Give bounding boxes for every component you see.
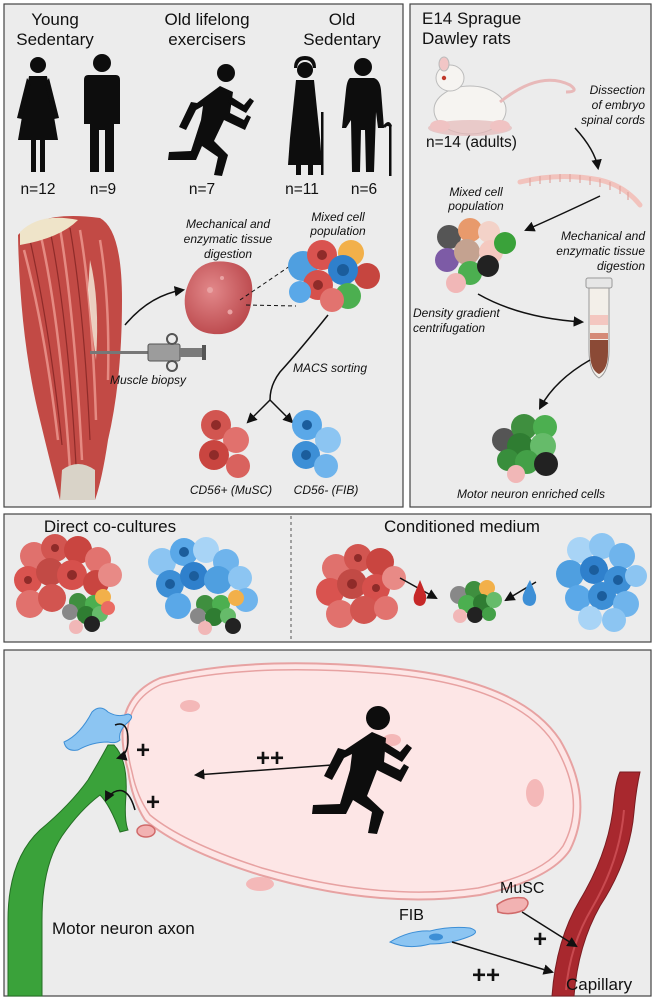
schwann-arrow	[114, 723, 129, 761]
musc-label-d: MuSC	[500, 880, 544, 897]
fib-to-capillary-arrow	[451, 941, 555, 975]
digestion-label-b-line1: Mechanical and	[561, 229, 645, 243]
fib-label-d: FIB	[399, 907, 424, 924]
digestion-label-a-line1: Mechanical and	[186, 217, 270, 231]
mixed-cell-label-b-line2: population	[447, 199, 504, 213]
biopsy-needle-icon	[90, 333, 206, 372]
mixed-cell-cluster-a	[288, 240, 380, 312]
mixed-cell-cluster-b	[435, 218, 516, 293]
digestion-label-b-line2: enzymatic tissue	[556, 244, 645, 258]
capillary-label: Capillary	[566, 975, 633, 994]
satellite-cell-nmj	[136, 824, 156, 838]
thigh-muscle-illustration	[18, 216, 122, 500]
male-icon	[84, 54, 120, 172]
fib-cluster-a	[292, 410, 341, 478]
blue-medium-drop-icon	[522, 580, 537, 606]
macs-sorting-stem	[269, 314, 329, 401]
plus-musc: +	[533, 926, 547, 953]
motor-neuron-axon	[7, 744, 129, 997]
zoom-line-lower	[245, 304, 297, 307]
axon-label: Motor neuron axon	[52, 919, 195, 938]
n-young-female: n=12	[21, 181, 56, 198]
density-label-line2: centrifugation	[413, 321, 485, 335]
header-exercisers-line1: Old lifelong	[164, 10, 249, 29]
tube-to-enriched-arrow	[539, 359, 591, 410]
digestion-label-a-line3: digestion	[204, 247, 252, 261]
fib-nucleus-d	[429, 933, 443, 941]
elderly-man-icon	[342, 58, 392, 176]
female-icon	[17, 57, 59, 172]
biopsy-to-tissue-arrow	[124, 286, 186, 326]
running-person-icon-d	[312, 706, 412, 834]
conditioned-neuron-cluster	[450, 580, 502, 623]
musc-label-a: CD56+ (MuSC)	[190, 483, 272, 497]
musc-cell-d	[496, 896, 529, 915]
macs-arrow-fib	[269, 399, 294, 424]
panel-b-title-line2: Dawley rats	[422, 29, 511, 48]
plus-plus-exercise: ++	[256, 745, 284, 772]
digestion-label-a-line2: enzymatic tissue	[184, 232, 273, 246]
mixed-cell-label-b-line1: Mixed cell	[449, 185, 503, 199]
dissection-label-line3: spinal cords	[581, 113, 645, 127]
rat-illustration	[428, 56, 576, 136]
dissection-label-line1: Dissection	[590, 83, 646, 97]
header-oldsed-line2: Sedentary	[303, 30, 381, 49]
spinal-to-mixed-arrow	[524, 195, 601, 232]
plus-lower: +	[146, 789, 160, 816]
conditioned-musc-cluster	[316, 544, 406, 628]
plus-plus-fib: ++	[472, 962, 500, 989]
coculture-musc-cluster	[14, 534, 122, 618]
header-young-line1: Young	[31, 10, 79, 29]
running-person-icon	[168, 64, 254, 176]
n-old-male: n=6	[351, 181, 377, 198]
conditioned-fib-cluster	[556, 533, 647, 632]
dissection-label-line2: of embryo	[592, 98, 646, 112]
n-exercisers: n=7	[189, 181, 215, 198]
mixed-to-tube-arrow	[477, 293, 585, 327]
elderly-woman-icon	[288, 56, 324, 175]
mixed-cell-label-a-line1: Mixed cell	[311, 210, 365, 224]
enriched-label: Motor neuron enriched cells	[457, 487, 605, 501]
centrifuge-tube-icon	[585, 277, 613, 379]
tissue-sample-blob	[184, 261, 253, 335]
panel-b-title-line1: E14 Sprague	[422, 9, 521, 28]
exercise-arrow	[193, 764, 333, 780]
terminal-schwann-cell	[63, 707, 132, 751]
musc-to-axon-arrow	[105, 789, 136, 811]
macs-sorting-label: MACS sorting	[293, 361, 367, 375]
muscle-biopsy-label: Muscle biopsy	[110, 373, 187, 387]
n-old-female: n=11	[285, 181, 319, 198]
fib-label-a: CD56- (FIB)	[294, 483, 359, 497]
rat-to-spinal-arrow	[574, 127, 602, 171]
conditioned-medium-label: Conditioned medium	[384, 517, 540, 536]
mixed-cell-label-a-line2: population	[309, 224, 366, 238]
digestion-label-b-line3: digestion	[597, 259, 645, 273]
enriched-neuron-cluster	[492, 414, 558, 483]
musc-to-capillary-arrow	[521, 911, 578, 948]
n-adults-label: n=14 (adults)	[426, 134, 517, 151]
coculture-neurons-red	[62, 589, 115, 634]
zoom-line-upper	[239, 265, 291, 301]
spinal-cord-illustration	[517, 173, 643, 208]
direct-cocultures-label: Direct co-cultures	[44, 517, 176, 536]
musc-cluster-a	[199, 410, 250, 478]
header-oldsed-line1: Old	[329, 10, 355, 29]
header-young-line2: Sedentary	[16, 30, 94, 49]
density-label-line1: Density gradient	[413, 306, 500, 320]
header-exercisers-line2: exercisers	[168, 30, 245, 49]
plus-upper: +	[136, 737, 150, 764]
capillary-highlight	[565, 809, 625, 991]
red-medium-drop-icon	[413, 580, 427, 606]
macs-arrow-musc	[246, 399, 271, 424]
n-young-male: n=9	[90, 181, 116, 198]
coculture-neurons-blue	[190, 590, 244, 635]
